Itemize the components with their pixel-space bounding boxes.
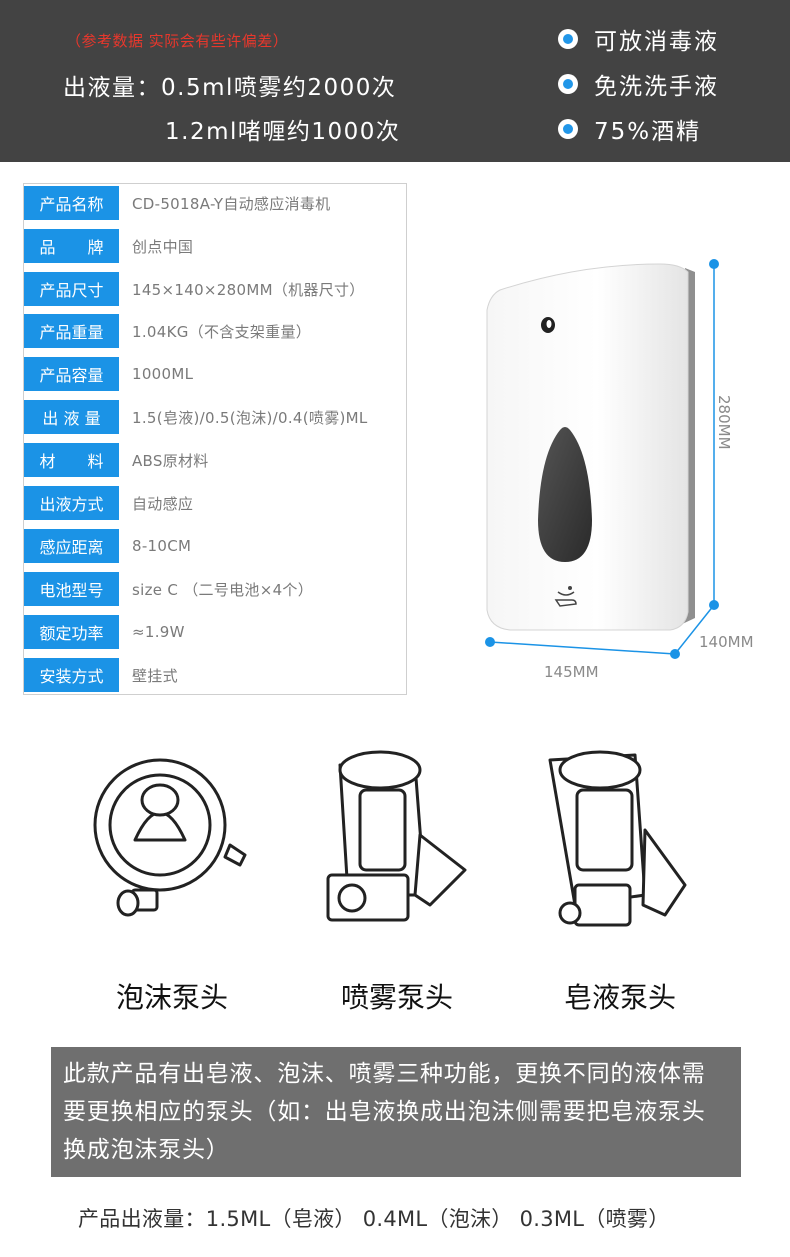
spec-key: 产品尺寸 <box>24 272 119 306</box>
spec-key: 安装方式 <box>24 658 119 692</box>
spec-row: 品 牌 创点中国 <box>24 229 406 263</box>
spec-value: 壁挂式 <box>132 666 178 685</box>
spec-value: 145×140×280MM（机器尺寸） <box>132 280 365 299</box>
feature-label: 免洗洗手液 <box>594 74 719 100</box>
width-dimension-label: 145MM <box>544 663 599 681</box>
feature-item: 免洗洗手液 <box>558 69 719 100</box>
output-summary: 产品出液量：1.5ML（皂液） 0.4ML（泡沫） 0.3ML（喷雾） <box>78 1207 670 1231</box>
foam-pump-label: 泡沫泵头 <box>115 981 228 1014</box>
spec-key: 出液方式 <box>24 486 119 520</box>
spec-value: 1.5(皂液)/0.5(泡沫)/0.4(喷雾)ML <box>132 408 368 427</box>
spec-key: 产品名称 <box>24 186 119 220</box>
spec-row: 产品容量 1000ML <box>24 357 406 391</box>
spec-table: 产品名称 CD-5018A-Y自动感应消毒机 品 牌 创点中国 产品尺寸 145… <box>23 183 407 695</box>
level-window <box>538 427 592 562</box>
soap-pump-label: 皂液泵头 <box>563 981 676 1014</box>
spec-key: 产品容量 <box>24 357 119 391</box>
spec-value: 1.04KG（不含支架重量） <box>132 322 312 341</box>
spec-row: 产品重量 1.04KG（不含支架重量） <box>24 314 406 348</box>
spec-value: 自动感应 <box>132 494 194 513</box>
output-volume-line-1: 出液量：0.5ml喷雾约2000次 <box>63 75 397 101</box>
spec-value: ABS原材料 <box>132 451 209 470</box>
spec-row: 安装方式 壁挂式 <box>24 658 406 692</box>
spray-pump-label: 喷雾泵头 <box>340 981 453 1014</box>
bullet-icon <box>558 119 578 139</box>
reference-note: （参考数据 实际会有些许偏差） <box>66 32 289 50</box>
spec-key: 电池型号 <box>24 572 119 606</box>
spec-row: 出 液 量 1.5(皂液)/0.5(泡沫)/0.4(喷雾)ML <box>24 400 406 434</box>
spec-value: 8-10CM <box>132 537 192 555</box>
dispenser-illustration <box>485 259 719 659</box>
depth-dimension-label: 140MM <box>699 633 754 651</box>
feature-label: 75%酒精 <box>594 119 702 145</box>
feature-label: 可放消毒液 <box>594 29 719 55</box>
spec-key: 出 液 量 <box>24 400 119 434</box>
spec-value: 创点中国 <box>132 237 194 256</box>
depth-dim-line <box>674 604 715 655</box>
spec-row: 额定功率 ≈1.9W <box>24 615 406 649</box>
spec-row: 出液方式 自动感应 <box>24 486 406 520</box>
height-dimension-label: 280MM <box>715 395 733 450</box>
spec-key: 额定功率 <box>24 615 119 649</box>
spec-row: 产品尺寸 145×140×280MM（机器尺寸） <box>24 272 406 306</box>
spec-row: 材 料 ABS原材料 <box>24 443 406 477</box>
spec-value: ≈1.9W <box>132 623 185 641</box>
description-box: 此款产品有出皂液、泡沫、喷雾三种功能，更换不同的液体需要更换相应的泵头（如：出皂… <box>51 1047 741 1177</box>
spec-row: 感应距离 8-10CM <box>24 529 406 563</box>
width-dim-line <box>489 641 676 655</box>
spec-row: 电池型号 size C （二号电池×4个） <box>24 572 406 606</box>
spec-key: 材 料 <box>24 443 119 477</box>
sensor-hand-icon <box>554 586 577 607</box>
feature-item: 可放消毒液 <box>558 24 719 55</box>
brand-logo <box>541 317 555 333</box>
bullet-icon <box>558 29 578 49</box>
feature-item: 75%酒精 <box>558 114 702 145</box>
spec-value: size C （二号电池×4个） <box>132 580 314 599</box>
spray-pump-icon <box>326 750 467 922</box>
top-banner: （参考数据 实际会有些许偏差） 出液量：0.5ml喷雾约2000次 1.2ml啫… <box>0 0 790 162</box>
dispenser-body <box>486 263 689 631</box>
spec-key: 产品重量 <box>24 314 119 348</box>
spec-key: 品 牌 <box>24 229 119 263</box>
spec-value: 1000ML <box>132 365 194 383</box>
spec-value: CD-5018A-Y自动感应消毒机 <box>132 194 331 213</box>
spec-row: 产品名称 CD-5018A-Y自动感应消毒机 <box>24 186 406 220</box>
spec-key: 感应距离 <box>24 529 119 563</box>
soap-pump-icon <box>548 750 687 927</box>
bullet-icon <box>558 74 578 94</box>
foam-pump-icon <box>93 758 247 917</box>
description-text: 此款产品有出皂液、泡沫、喷雾三种功能，更换不同的液体需要更换相应的泵头（如：出皂… <box>63 1061 706 1163</box>
output-volume-line-2: 1.2ml啫喱约1000次 <box>165 119 401 145</box>
